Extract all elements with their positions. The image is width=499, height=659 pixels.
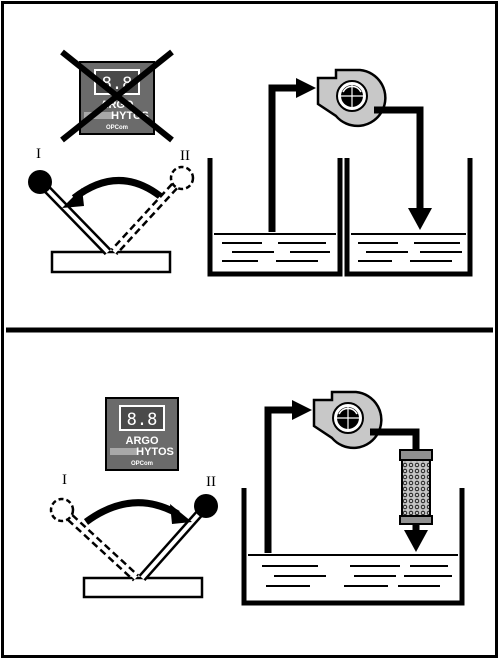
lever-label-ii: II (180, 148, 190, 164)
top-circuit (207, 68, 473, 277)
tank-left (207, 158, 343, 277)
cross-out-icon (60, 49, 174, 143)
pressure-pipe (370, 428, 420, 450)
curved-arrow-icon (71, 177, 163, 201)
top-device: 8.8 ARGO HYTOS OPCom (60, 49, 174, 143)
bottom-device: 8.8 ARGO HYTOS OPCom (105, 397, 179, 471)
tank (241, 488, 465, 606)
fluid-lines-right (358, 242, 462, 262)
lever-knob-active (28, 170, 52, 194)
top-panel: 8.8 ARGO HYTOS OPCom I II (28, 49, 473, 277)
fluid-lines-left (222, 242, 330, 262)
device-brand-hytos: HYTOS (136, 446, 174, 458)
device-model: OPCom (131, 461, 153, 467)
device-display-value: 8.8 (127, 410, 158, 430)
pressure-pipe (374, 106, 424, 210)
curved-arrow-icon (83, 499, 180, 525)
lever-label-i: I (62, 472, 67, 488)
filter-cartridge-icon (399, 449, 433, 525)
lever-base (50, 250, 172, 274)
fluid-lines (262, 565, 452, 587)
lever-label-ii: II (206, 474, 216, 490)
bottom-circuit (241, 390, 465, 606)
top-lever: I II (28, 146, 195, 274)
suction-pipe (264, 406, 294, 553)
device-brand-argo: ARGO (126, 435, 159, 447)
lever-knob-active (194, 494, 218, 518)
device-model: OPCom (106, 125, 128, 131)
lever-base (82, 576, 204, 599)
lever-knob-inactive (49, 497, 75, 523)
lever-knob-inactive (169, 165, 195, 191)
device-display (119, 405, 165, 431)
pump-icon (316, 68, 387, 128)
bottom-lever: I II (49, 472, 218, 599)
device-stripe (110, 448, 138, 455)
suction-pipe (268, 84, 298, 232)
lever-label-i: I (36, 146, 41, 162)
device-stripe (84, 112, 112, 119)
bottom-panel: 8.8 ARGO HYTOS OPCom I II (49, 390, 465, 606)
tank-right (344, 158, 473, 277)
